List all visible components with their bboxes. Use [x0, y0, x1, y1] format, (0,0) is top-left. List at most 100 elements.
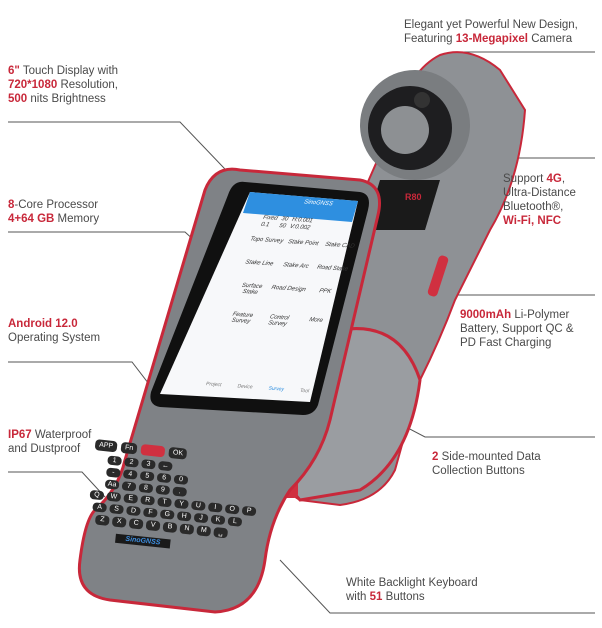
annotation-processor: 8-Core Processor 4+64 GB Memory [8, 198, 99, 226]
key[interactable]: 1 [107, 455, 123, 466]
key[interactable]: O [224, 504, 240, 515]
key[interactable]: ← [157, 460, 173, 472]
key[interactable]: Z [94, 514, 110, 526]
key[interactable]: 2 [124, 457, 139, 468]
precision-block: H:0.001 V:0.002 [288, 217, 314, 232]
battery-text1: Li-Polymer [511, 309, 570, 321]
key[interactable]: X [111, 516, 127, 528]
key[interactable]: Q [89, 489, 105, 501]
sats-block: 30 50 [278, 216, 289, 230]
key-fn[interactable]: Fn [120, 441, 138, 455]
buttons-text1: Side-mounted Data [438, 451, 541, 463]
key[interactable]: F [142, 507, 158, 518]
conn-text2: Ultra-Distance [503, 187, 576, 199]
key[interactable]: E [123, 493, 139, 504]
key[interactable]: B [162, 521, 178, 534]
annotation-connectivity: Support 4G, Ultra-Distance Bluetooth®, W… [503, 172, 576, 228]
key[interactable]: N [179, 523, 195, 535]
buttons-text2: Collection Buttons [432, 465, 525, 477]
key[interactable]: Aa [104, 479, 120, 490]
key[interactable]: 5 [139, 470, 155, 482]
processor-text: -Core Processor [14, 199, 99, 211]
app-road-stake[interactable]: Road Stake [316, 264, 349, 273]
core-count: 8 [8, 199, 15, 211]
annotation-os: Android 12.0 Operating System [8, 317, 100, 345]
key[interactable]: S [109, 503, 124, 515]
app-surface-stake[interactable]: Surface Stake [240, 282, 263, 296]
key[interactable]: G [159, 509, 175, 520]
app-stake-point[interactable]: Stake Point [287, 239, 320, 248]
fix-block: Fixed 0.1 [260, 215, 279, 230]
display-text2: Resolution, [57, 79, 118, 91]
key-ok[interactable]: OK [168, 446, 188, 460]
key[interactable]: J [193, 512, 209, 524]
key[interactable]: D [126, 505, 141, 517]
key[interactable]: U [190, 500, 206, 511]
ip-text2: and Dustproof [8, 443, 81, 455]
key-app[interactable]: APP [94, 439, 118, 453]
app-stake-cad[interactable]: Stake CAD [324, 241, 356, 250]
keyboard-text2: with [346, 591, 370, 603]
app-control-survey[interactable]: Control Survey [267, 314, 290, 328]
display-text3: nits Brightness [27, 93, 106, 105]
bottom-nav: Project Device Survey Tool [205, 381, 310, 394]
app-stake-arc[interactable]: Stake Arc [282, 262, 310, 270]
key[interactable]: L [227, 516, 243, 527]
nav-device[interactable]: Device [236, 383, 254, 391]
key[interactable]: 7 [121, 481, 137, 492]
key[interactable]: . [172, 486, 188, 497]
back-model-label: R80 [405, 192, 422, 202]
display-size: 6" [8, 65, 20, 77]
app-topo-survey[interactable]: Topo Survey [249, 236, 284, 245]
keyboard-text3: Buttons [382, 591, 425, 603]
key[interactable]: H [176, 511, 192, 522]
key[interactable]: M [196, 525, 212, 537]
side-button-1 [427, 255, 449, 297]
app-title: SinoGNSS [303, 199, 334, 208]
sats-count-total: 50 [278, 223, 287, 230]
nav-project[interactable]: Project [205, 381, 223, 389]
key[interactable]: V [145, 519, 161, 532]
os-text: Operating System [8, 332, 101, 344]
app-feature-survey[interactable]: Feature Survey [230, 311, 254, 325]
key[interactable]: Y [174, 498, 189, 510]
key[interactable]: K [210, 514, 226, 526]
key[interactable]: 8 [138, 482, 154, 494]
memory-size: 4+64 GB [8, 213, 55, 225]
key[interactable]: R [140, 495, 156, 506]
app-road-design[interactable]: Road Design [270, 284, 307, 294]
app-stake-line[interactable]: Stake Line [244, 259, 275, 268]
battery-text3: PD Fast Charging [460, 337, 552, 349]
key-nav-center[interactable] [140, 443, 166, 458]
app-ppk[interactable]: PPK [318, 288, 332, 296]
app-more[interactable]: More [308, 317, 324, 325]
app-grid: Topo Survey Stake Point Stake CAD Stake … [222, 236, 359, 331]
key[interactable]: W [106, 491, 122, 503]
key[interactable]: 6 [156, 472, 172, 484]
ip-text1: Waterproof [31, 429, 92, 441]
key[interactable]: C [128, 518, 144, 530]
keyboard-count: 51 [369, 591, 383, 603]
key[interactable]: A [92, 502, 108, 513]
key[interactable]: 0 [173, 474, 189, 485]
display-resolution: 720*1080 [8, 79, 58, 91]
key[interactable]: - [105, 467, 121, 478]
camera-megapixel: 13-Megapixel [455, 33, 529, 45]
nav-survey[interactable]: Survey [267, 385, 285, 393]
key[interactable]: 9 [155, 484, 171, 496]
key[interactable]: I [207, 502, 223, 513]
nav-tool[interactable]: Tool [298, 387, 310, 395]
annotation-display: 6" Touch Display with 720*1080 Resolutio… [8, 64, 118, 106]
conn-4g: 4G [546, 173, 562, 185]
ip-rating: IP67 [8, 429, 32, 441]
key[interactable]: P [241, 505, 257, 517]
key[interactable]: ␣ [213, 526, 229, 539]
battery-text2: Battery, Support QC & [460, 323, 574, 335]
key[interactable]: T [157, 496, 172, 508]
annotation-camera: Elegant yet Powerful New Design, Featuri… [404, 18, 578, 46]
key[interactable]: 3 [140, 459, 156, 470]
key[interactable]: 4 [122, 469, 138, 480]
